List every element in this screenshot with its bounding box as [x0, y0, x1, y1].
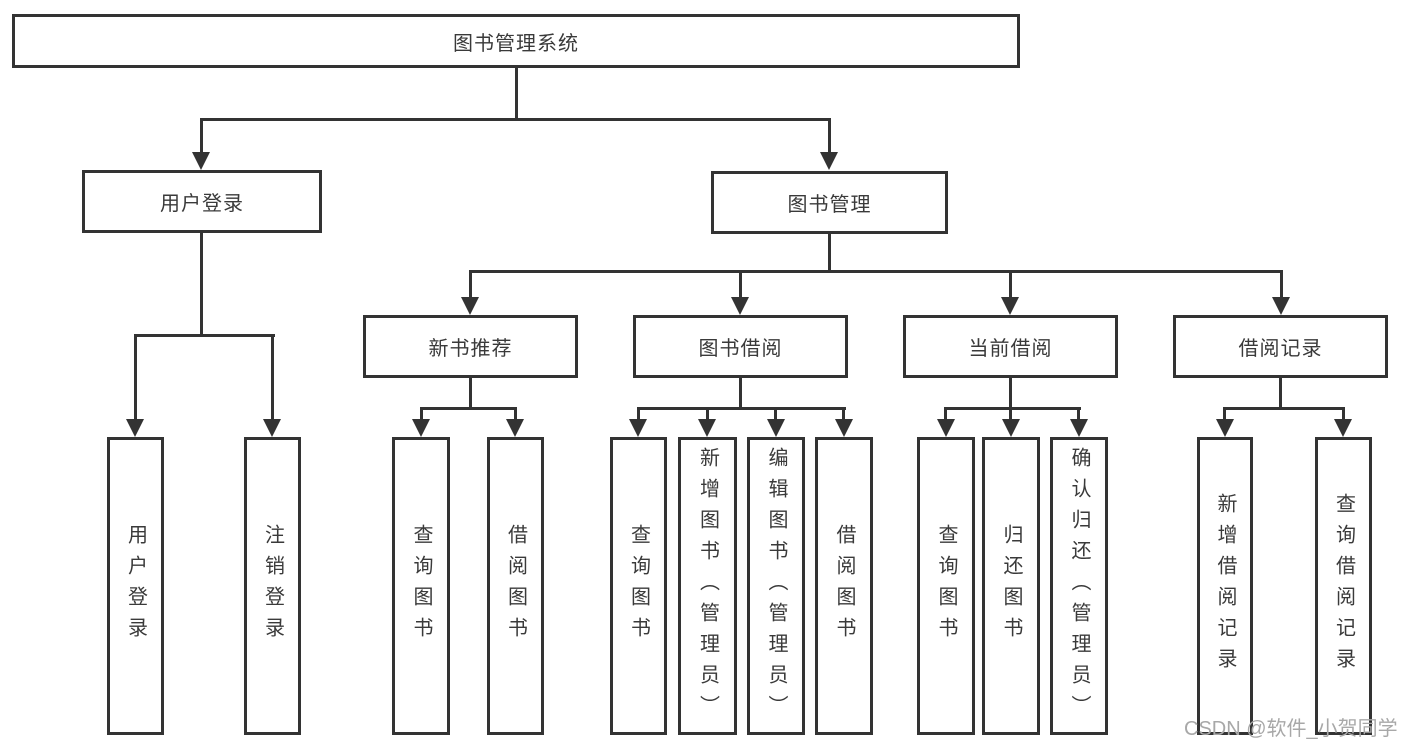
node-leaf-query-book-3-label: 查询图书	[935, 524, 957, 648]
arrowhead-book-borrow	[731, 297, 749, 315]
connector-book-mgmt-bar	[469, 270, 1283, 273]
connector-drop-borrow-book-1	[514, 407, 517, 421]
node-borrow-record: 借阅记录	[1173, 315, 1388, 378]
arrowhead-leaf-user-login	[126, 419, 144, 437]
node-leaf-query-book-1-label: 查询图书	[410, 524, 432, 648]
node-leaf-confirm-return: 确认归还（管理员）	[1050, 437, 1108, 735]
node-leaf-borrow-book-2-label: 借阅图书	[833, 524, 855, 648]
arrowhead-query-book-1	[412, 419, 430, 437]
connector-drop-edit-book	[774, 407, 777, 421]
connector-drop-add-record	[1223, 407, 1226, 421]
node-leaf-query-record-label: 查询借阅记录	[1332, 493, 1355, 679]
node-borrow-record-label: 借阅记录	[1238, 338, 1323, 360]
connector-current-borrow-stem	[1009, 378, 1012, 409]
arrowhead-query-record	[1334, 419, 1352, 437]
node-user-login: 用户登录	[82, 170, 322, 233]
connector-drop-leaf-user-login	[134, 334, 137, 421]
node-leaf-add-book: 新增图书（管理员）	[678, 437, 737, 735]
connector-drop-query-book-2	[637, 407, 640, 421]
node-leaf-query-record: 查询借阅记录	[1315, 437, 1372, 735]
node-leaf-user-login-label: 用户登录	[124, 524, 147, 648]
connector-drop-query-book-1	[420, 407, 423, 421]
node-leaf-add-record: 新增借阅记录	[1197, 437, 1253, 735]
connector-drop-new-book-rec	[469, 270, 472, 299]
connector-drop-query-book-3	[944, 407, 947, 421]
node-leaf-logout: 注销登录	[244, 437, 301, 735]
node-leaf-query-book-2: 查询图书	[610, 437, 667, 735]
node-user-login-label: 用户登录	[160, 193, 244, 215]
node-current-borrow: 当前借阅	[903, 315, 1118, 378]
connector-book-borrow-bar	[637, 407, 846, 410]
node-new-book-rec: 新书推荐	[363, 315, 578, 378]
arrowhead-new-book-rec	[461, 297, 479, 315]
connector-drop-book-borrow	[739, 270, 742, 299]
arrowhead-current-borrow	[1001, 297, 1019, 315]
connector-drop-leaf-logout	[271, 334, 274, 421]
node-book-mgmt: 图书管理	[711, 171, 948, 234]
node-leaf-return-book-label: 归还图书	[1000, 524, 1022, 648]
node-leaf-confirm-return-label: 确认归还（管理员）	[1068, 446, 1090, 726]
node-leaf-query-book-1: 查询图书	[392, 437, 450, 735]
connector-drop-borrow-book-2	[842, 407, 845, 421]
node-current-borrow-label: 当前借阅	[968, 338, 1053, 360]
arrowhead-book-mgmt	[820, 152, 838, 170]
arrowhead-leaf-logout	[263, 419, 281, 437]
node-leaf-return-book: 归还图书	[982, 437, 1040, 735]
arrowhead-user-login	[192, 152, 210, 170]
node-leaf-user-login: 用户登录	[107, 437, 164, 735]
connector-borrow-record-stem	[1279, 378, 1282, 409]
connector-borrow-record-bar	[1224, 407, 1345, 410]
node-leaf-logout-label: 注销登录	[261, 524, 284, 648]
arrowhead-confirm-return	[1070, 419, 1088, 437]
arrowhead-borrow-record	[1272, 297, 1290, 315]
connector-new-book-rec-stem	[469, 378, 472, 409]
connector-book-borrow-stem	[739, 378, 742, 409]
arrowhead-query-book-2	[629, 419, 647, 437]
node-book-borrow-label: 图书借阅	[698, 338, 783, 360]
node-book-mgmt-label: 图书管理	[787, 194, 872, 216]
node-root-label: 图书管理系统	[453, 32, 579, 55]
connector-drop-borrow-record	[1280, 270, 1283, 299]
connector-root-stem	[515, 68, 518, 120]
connector-drop-current-borrow	[1009, 270, 1012, 299]
arrowhead-edit-book	[767, 419, 785, 437]
connector-drop-query-record	[1342, 407, 1345, 421]
node-leaf-query-book-2-label: 查询图书	[627, 524, 650, 648]
arrowhead-query-book-3	[937, 419, 955, 437]
connector-new-book-rec-bar	[420, 407, 517, 410]
csdn-watermark: CSDN @软件_小贺同学	[1184, 718, 1398, 740]
connector-drop-user-login	[200, 118, 203, 154]
node-leaf-query-book-3: 查询图书	[917, 437, 975, 735]
arrowhead-borrow-book-1	[506, 419, 524, 437]
connector-root-bar	[200, 118, 831, 121]
node-root: 图书管理系统	[12, 14, 1020, 68]
connector-drop-confirm-return	[1077, 407, 1080, 421]
node-leaf-add-book-label: 新增图书（管理员）	[696, 446, 719, 726]
arrowhead-return-book	[1002, 419, 1020, 437]
node-leaf-borrow-book-1-label: 借阅图书	[504, 524, 527, 648]
arrowhead-add-record	[1216, 419, 1234, 437]
connector-user-login-stem	[200, 233, 203, 336]
node-leaf-borrow-book-2: 借阅图书	[815, 437, 873, 735]
arrowhead-borrow-book-2	[835, 419, 853, 437]
connector-user-login-bar	[134, 334, 275, 337]
node-leaf-edit-book: 编辑图书（管理员）	[747, 437, 805, 735]
node-new-book-rec-label: 新书推荐	[428, 338, 513, 360]
node-leaf-add-record-label: 新增借阅记录	[1214, 493, 1236, 679]
connector-book-mgmt-stem	[828, 234, 831, 272]
connector-drop-add-book	[706, 407, 709, 421]
arrowhead-add-book	[698, 419, 716, 437]
node-leaf-edit-book-label: 编辑图书（管理员）	[765, 446, 787, 726]
connector-drop-book-mgmt	[828, 118, 831, 154]
node-leaf-borrow-book-1: 借阅图书	[487, 437, 544, 735]
connector-current-borrow-bar	[945, 407, 1081, 410]
node-book-borrow: 图书借阅	[633, 315, 848, 378]
connector-drop-return-book	[1009, 407, 1012, 421]
